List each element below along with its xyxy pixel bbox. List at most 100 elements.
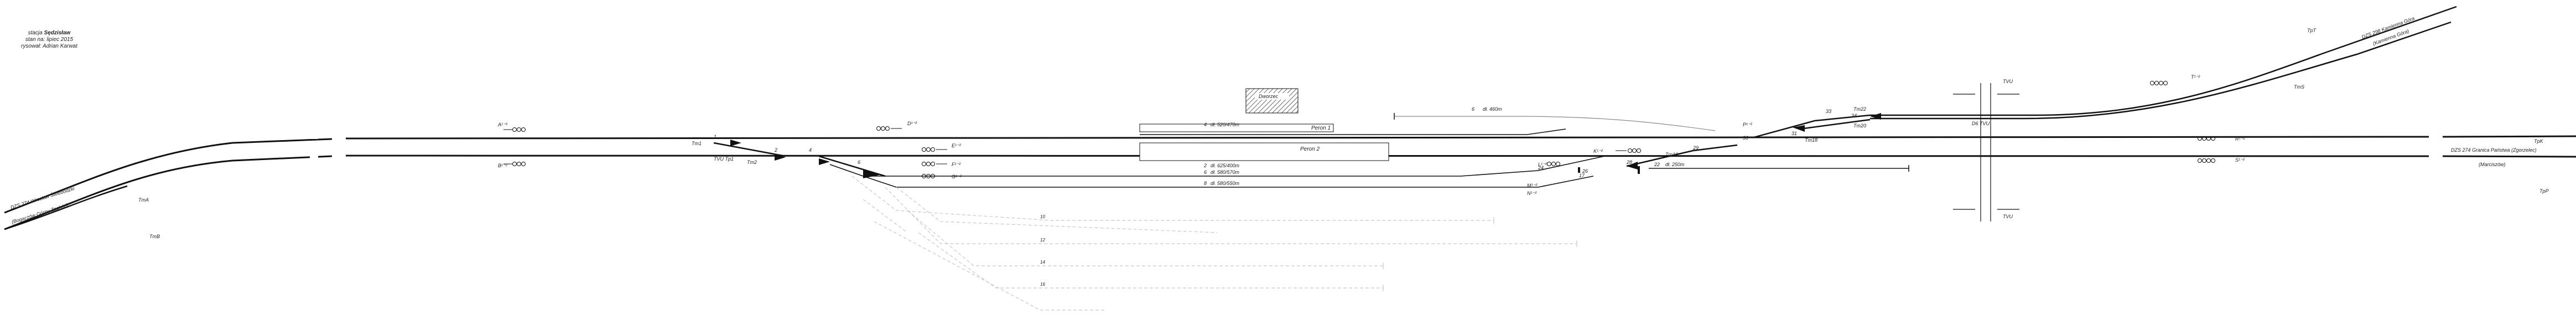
station-name: Sędzisław — [44, 30, 71, 36]
signal-S-icon — [2198, 158, 2215, 163]
switch-26: 26 — [1582, 168, 1588, 174]
switch-30: 30 — [1743, 135, 1748, 141]
crossover-31-33 — [1753, 114, 1871, 138]
state-date: stan na: lipiec 2015 — [25, 37, 74, 43]
signal-E-label: E¹⁻² — [952, 143, 962, 148]
length-t22: dł. 250m — [1665, 162, 1685, 167]
left-approach-lower — [4, 185, 128, 230]
signal-B-label: B¹⁻² — [498, 163, 508, 168]
switch-2-mark — [775, 154, 786, 161]
station-building-label: Dworzec — [1259, 94, 1279, 99]
signal-G-icon — [922, 174, 947, 178]
track-6 — [829, 156, 1605, 177]
branch-kamienna-gora — [1870, 6, 2457, 116]
block-TVU-left: TVU Tp1 — [714, 156, 734, 162]
signal-R-label: R¹⁻² — [2235, 136, 2245, 142]
switches: 1 2 4 6 17 24 26 28 29 30 31 33 34 — [714, 109, 1881, 178]
track-4 — [1140, 128, 1566, 135]
block-TpK: TpK — [2534, 138, 2544, 144]
signal-F-label: F¹⁻² — [952, 162, 961, 167]
crossover-4-6 — [818, 155, 886, 177]
num-t4: 4 — [1204, 122, 1207, 127]
signal-E-icon — [922, 147, 947, 152]
signals: A¹⁻² B¹⁻² D¹⁻² E¹⁻² F¹⁻² G¹⁻² K¹⁻² L¹⁻² … — [497, 74, 2245, 196]
switch-29: 29 — [1692, 145, 1699, 151]
left-switch-links — [713, 142, 886, 177]
switch-24: 24 — [1538, 165, 1544, 171]
switch-17: 17 — [1579, 173, 1585, 178]
switch-34-mark — [1870, 113, 1881, 120]
num-gray-12: 12 — [1040, 238, 1045, 243]
track-8 — [863, 176, 1594, 188]
branch-breaks — [2245, 60, 2268, 71]
line-right-mid-lower: (Marciszów) — [2479, 162, 2506, 167]
num-t22: 22 — [1654, 162, 1660, 167]
block-TmS: TmS — [2294, 84, 2304, 90]
platform-2 — [1139, 142, 1389, 161]
signal-F-icon — [922, 162, 947, 166]
block-TVU-cross1: TVU — [2003, 79, 2013, 84]
station-prefix: stacja — [28, 30, 43, 36]
platform-2-label: Peron 2 — [1300, 146, 1320, 152]
signal-T-label: T¹⁻² — [2191, 74, 2200, 80]
block-Tm16: Tm16 — [1665, 152, 1678, 157]
level-crossing — [1953, 83, 2019, 222]
switch-6: 6 — [858, 160, 860, 165]
length-t8: dł. 580/550m — [1211, 181, 1240, 186]
switch-31: 31 — [1791, 131, 1797, 136]
signal-M-label: M¹⁻² — [1527, 183, 1538, 188]
main-tracks — [4, 135, 2576, 230]
track-6-spur — [1394, 116, 1716, 131]
switch-34: 34 — [1851, 113, 1857, 119]
block-TmB: TmB — [149, 234, 160, 239]
num-gray-16: 16 — [1040, 282, 1045, 287]
num-t2: 2 — [1203, 163, 1207, 168]
faded-siding-buffers — [1383, 217, 1577, 291]
signal-L-label: L¹⁻² — [1538, 162, 1547, 167]
track-1 — [4, 135, 2576, 214]
author: rysował: Adrian Karwat — [21, 43, 77, 49]
block-TVU-cross2: TVU — [2003, 214, 2013, 219]
num-t6-spur: 6 — [1472, 106, 1474, 112]
block-TmA: TmA — [138, 197, 149, 203]
station-tracks — [829, 116, 1909, 188]
block-Tm18: Tm18 — [1805, 137, 1817, 143]
block-Tm22: Tm22 — [1853, 106, 1866, 112]
crossover-34 — [1803, 119, 1871, 130]
station-building — [1245, 88, 1299, 114]
signal-R-icon — [2198, 136, 2215, 141]
block-Tm1: Tm1 — [692, 141, 702, 146]
station-header: stacja Sędzisław stan na: lipiec 2015 ry… — [21, 30, 77, 50]
signal-L-icon — [1547, 162, 1560, 166]
crossover-28-30 — [1626, 144, 1738, 167]
line-right-mid-upper: DZS 274 Granica Państwa (Zgorzelec) — [2451, 147, 2537, 153]
track-2 — [4, 155, 2576, 230]
length-t6: dł. 580/570m — [1211, 169, 1240, 175]
switch-28-mark — [1627, 162, 1638, 169]
right-switch-links — [1626, 114, 1871, 167]
signal-D-icon — [876, 126, 902, 131]
switch-6-mark — [863, 169, 880, 178]
blocks: TmA TmB Tm1 Tm2 TVU Tp1 Tm22 Tm20 Tm18 T… — [138, 28, 2549, 239]
num-t8: 8 — [1204, 181, 1207, 186]
station-building-label-bg — [1255, 93, 1289, 100]
switch-4: 4 — [809, 147, 812, 153]
switch-4-mark — [819, 158, 830, 165]
length-t4: dł. 520/470m — [1211, 122, 1240, 127]
buffer-stops — [1394, 113, 1909, 172]
length-t2: dł. 625/400m — [1211, 163, 1240, 168]
derailers — [1578, 166, 1640, 174]
switch-33: 33 — [1826, 109, 1831, 114]
switch-31-mark — [1793, 125, 1805, 132]
block-TpP: TpP — [2539, 188, 2549, 194]
signal-D-label: D¹⁻² — [907, 121, 917, 126]
block-Tm20: Tm20 — [1853, 123, 1866, 128]
signal-B-icon — [503, 162, 526, 166]
signal-P-label: P¹⁻² — [1743, 122, 1753, 127]
switch-1-mark — [730, 140, 741, 146]
switch-28: 28 — [1626, 160, 1632, 165]
length-t6-spur: dł. 460m — [1483, 106, 1502, 112]
switch-1: 1 — [714, 134, 716, 140]
signal-N-label: N¹⁻² — [1527, 191, 1537, 196]
crossover-1-2 — [713, 142, 786, 157]
